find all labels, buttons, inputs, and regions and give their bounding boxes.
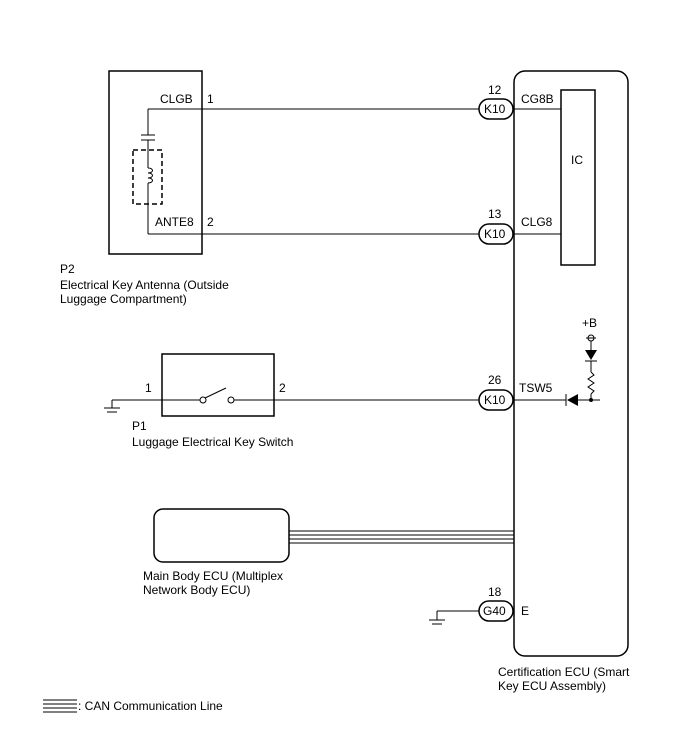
ic-label: IC [571,153,583,167]
ground-icon-switch [104,400,120,413]
connector-k10-26: 26 K10 TSW5 [478,373,553,411]
antenna-coil-icon [132,109,163,234]
can-legend-icon [43,699,77,713]
can-bus-lines [289,530,514,544]
certification-ecu-name-line1: Certification ECU (Smart [498,665,630,679]
terminal-label: TSW5 [519,381,553,395]
resistor-icon [587,371,595,395]
switch-code: P1 [132,419,147,433]
antenna-name-line1: Electrical Key Antenna (Outside [60,278,229,292]
certification-ecu-box [513,70,629,657]
switch-name: Luggage Electrical Key Switch [132,435,293,449]
antenna-pin1-label: CLGB [160,92,193,106]
power-label: +B [582,316,597,330]
terminal-label: CLG8 [521,215,553,229]
antenna-name-line2: Luggage Compartment) [60,292,187,306]
connector-pin-number: 12 [488,83,502,97]
main-body-ecu-box [153,508,290,563]
certification-ecu-name-line2: Key ECU Assembly) [498,679,606,693]
switch-contact-icon [199,387,235,404]
connector-id: K10 [484,227,506,241]
power-supply-circuit [586,334,596,350]
connector-id: G40 [483,604,506,618]
antenna-pin2-number: 2 [207,215,214,229]
antenna-pin2-label: ANTE8 [155,215,194,229]
connector-id: K10 [484,393,506,407]
antenna-code: P2 [60,262,75,276]
connector-k10-12: 12 K10 CG8B [478,83,554,120]
terminal-label: E [521,604,529,618]
connector-pin-number: 18 [488,585,502,599]
diode-icon-horizontal [565,394,578,406]
connector-id: K10 [484,102,506,116]
can-legend-label: : CAN Communication Line [78,699,223,713]
switch-pin-left: 1 [145,381,152,395]
main-body-ecu-name-line1: Main Body ECU (Multiplex [143,569,283,583]
diode-icon-vertical [585,350,597,362]
ground-icon-ecu [429,611,445,625]
main-body-ecu-name-line2: Network Body ECU) [143,583,250,597]
connector-pin-number: 26 [488,373,502,387]
connector-pin-number: 13 [488,207,502,221]
connector-g40-18: 18 G40 E [478,585,529,622]
antenna-box [108,70,203,255]
switch-pin-right: 2 [279,381,286,395]
switch-box [161,353,275,417]
ic-box [560,89,596,266]
connector-k10-13: 13 K10 CLG8 [478,207,553,245]
terminal-label: CG8B [521,92,554,106]
antenna-pin1-number: 1 [207,92,214,106]
